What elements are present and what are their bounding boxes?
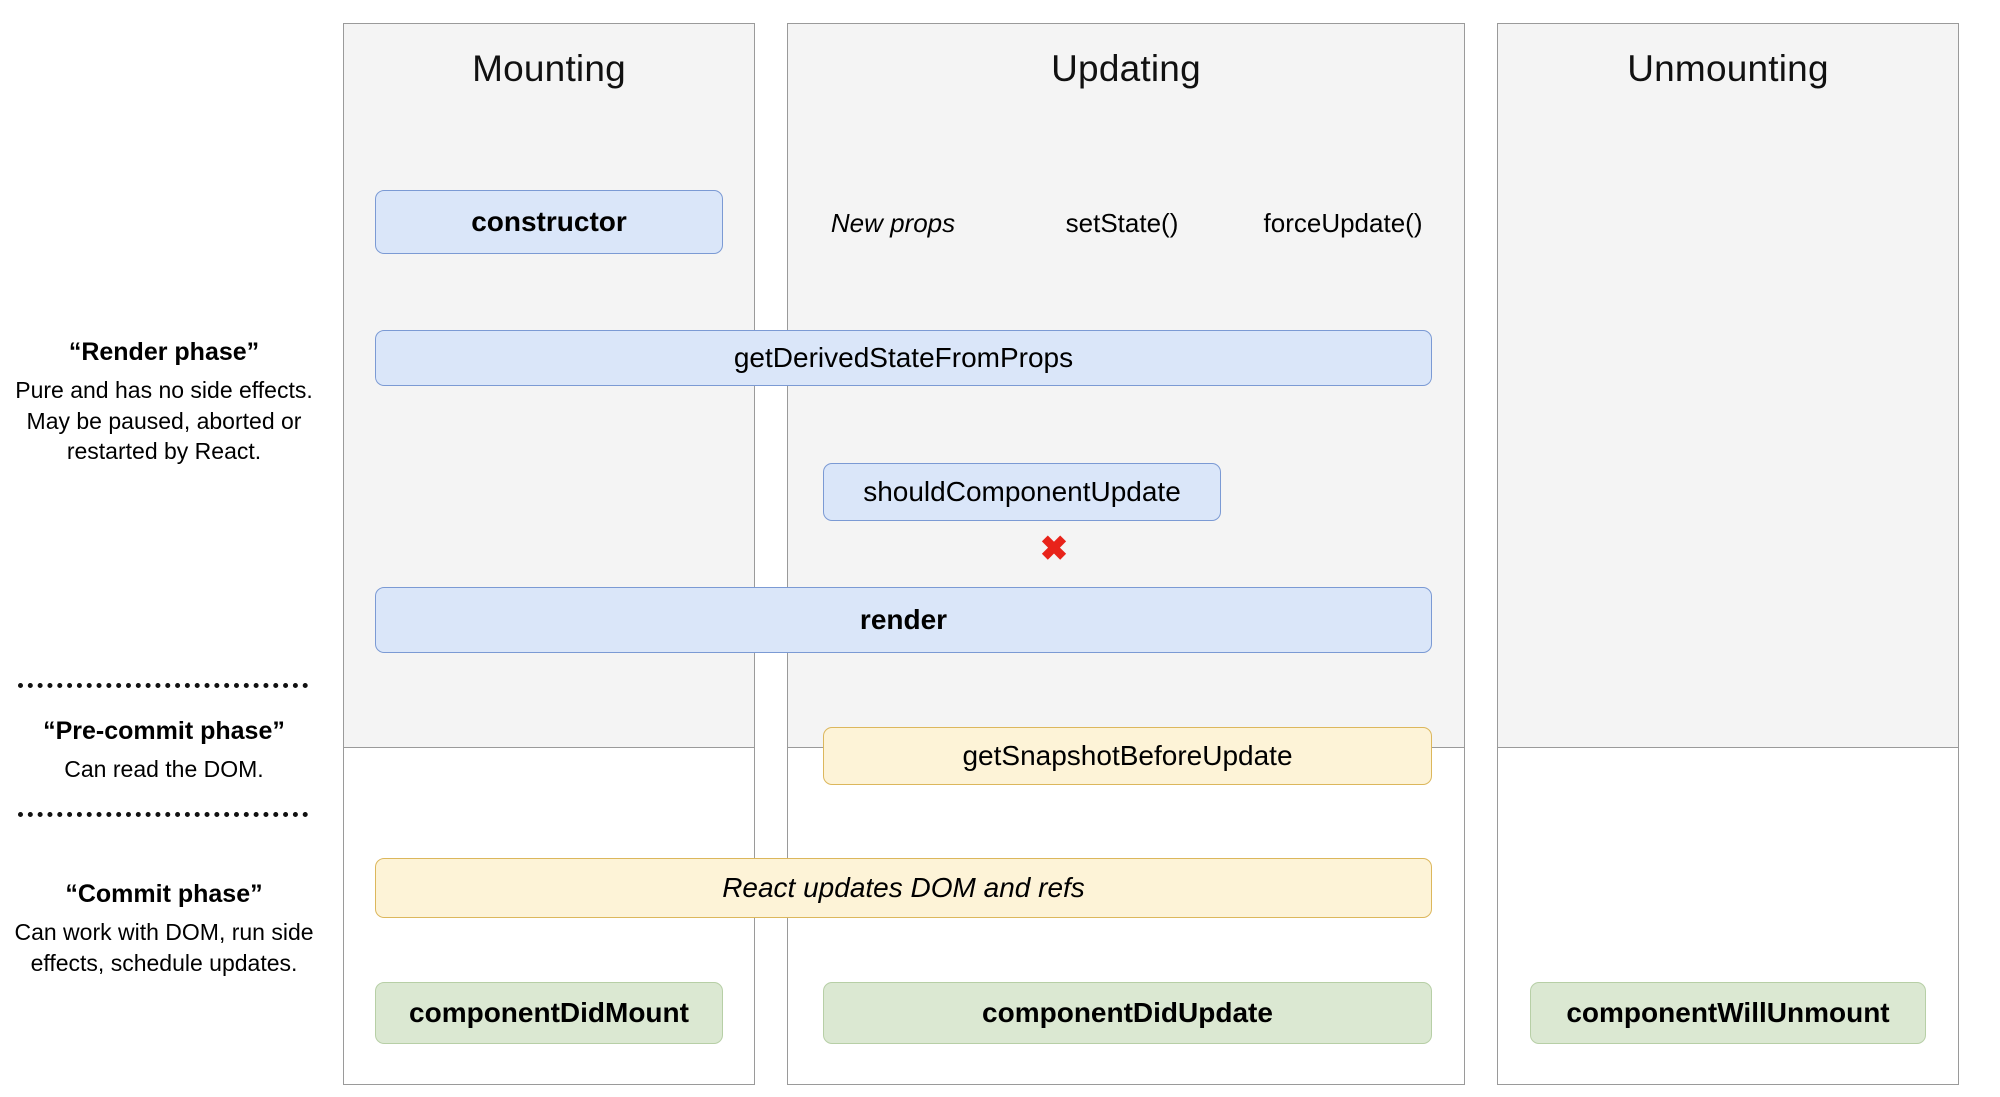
trigger-set-state: setState(): [1065, 208, 1179, 238]
phase-description-render: Pure and has no side effects. May be pau…: [15, 377, 313, 465]
phase-title-commit: “Commit phase”: [65, 880, 263, 908]
node-component-did-mount[interactable]: componentDidMount: [375, 982, 723, 1044]
phase-title-render: “Render phase”: [68, 338, 260, 366]
phase-description-commit: Can work with DOM, run side effects, sch…: [14, 919, 314, 976]
column-updating: [787, 23, 1465, 1085]
trigger-new-props: New props: [830, 208, 956, 238]
phase-title-pre-commit: “Pre-commit phase”: [43, 717, 285, 745]
trigger-force-update: forceUpdate(): [1263, 208, 1423, 238]
column-title-mounting: Mounting: [472, 48, 626, 89]
unmounting-render-region: [1498, 24, 1958, 748]
phase-legend-render: “Render phase” Pure and has no side effe…: [14, 338, 314, 467]
node-get-derived-state-from-props[interactable]: getDerivedStateFromProps: [375, 330, 1432, 386]
phase-legend-pre-commit: “Pre-commit phase” Can read the DOM.: [14, 717, 314, 785]
phase-divider-top: [18, 683, 308, 688]
column-title-unmounting: Unmounting: [1627, 48, 1829, 89]
node-component-will-unmount[interactable]: componentWillUnmount: [1530, 982, 1926, 1044]
phase-divider-bottom: [18, 812, 308, 817]
node-should-component-update[interactable]: shouldComponentUpdate: [823, 463, 1221, 521]
column-unmounting: [1497, 23, 1959, 1085]
node-render[interactable]: render: [375, 587, 1432, 653]
phase-description-pre-commit: Can read the DOM.: [64, 756, 264, 782]
phase-legend-commit: “Commit phase” Can work with DOM, run si…: [14, 880, 314, 978]
node-get-snapshot-before-update[interactable]: getSnapshotBeforeUpdate: [823, 727, 1432, 785]
node-constructor[interactable]: constructor: [375, 190, 723, 254]
node-component-did-update[interactable]: componentDidUpdate: [823, 982, 1432, 1044]
column-title-updating: Updating: [1051, 48, 1201, 89]
column-mounting: [343, 23, 755, 1085]
abort-x-icon: ✖: [1039, 530, 1069, 568]
node-react-updates-dom-and-refs[interactable]: React updates DOM and refs: [375, 858, 1432, 918]
